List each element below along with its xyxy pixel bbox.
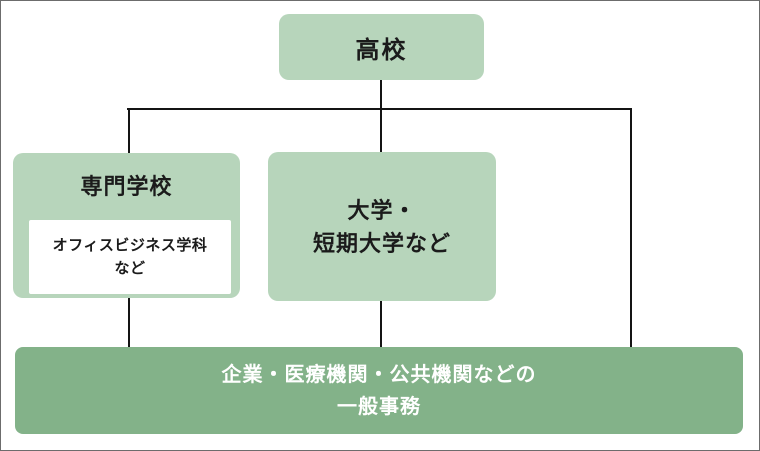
connector-left-lower-vertical: [128, 298, 130, 348]
connector-left-upper-vertical: [128, 108, 130, 153]
connector-right-vertical: [630, 108, 632, 348]
node-highschool: 高校: [279, 14, 484, 80]
node-university: 大学・ 短期大学など: [268, 152, 496, 301]
node-university-line1: 大学・: [347, 197, 417, 223]
vocational-department-note-line2: など: [114, 260, 146, 277]
node-highschool-label: 高校: [355, 36, 408, 64]
node-vocational-school: 専門学校 オフィスビジネス学科 など: [13, 153, 240, 298]
node-employment-line2: 一般事務: [337, 395, 421, 418]
node-vocational-school-title: 専門学校: [80, 174, 173, 199]
connector-horizontal-branch: [127, 108, 632, 110]
connector-center-lower-vertical: [380, 301, 382, 348]
vocational-department-note: オフィスビジネス学科 など: [29, 220, 231, 294]
node-employment: 企業・医療機関・公共機関などの 一般事務: [15, 347, 743, 434]
connector-top-vertical: [380, 80, 382, 153]
node-university-line2: 短期大学など: [312, 230, 451, 256]
node-employment-line1: 企業・医療機関・公共機関などの: [221, 363, 537, 386]
vocational-department-note-line1: オフィスビジネス学科: [52, 237, 208, 254]
